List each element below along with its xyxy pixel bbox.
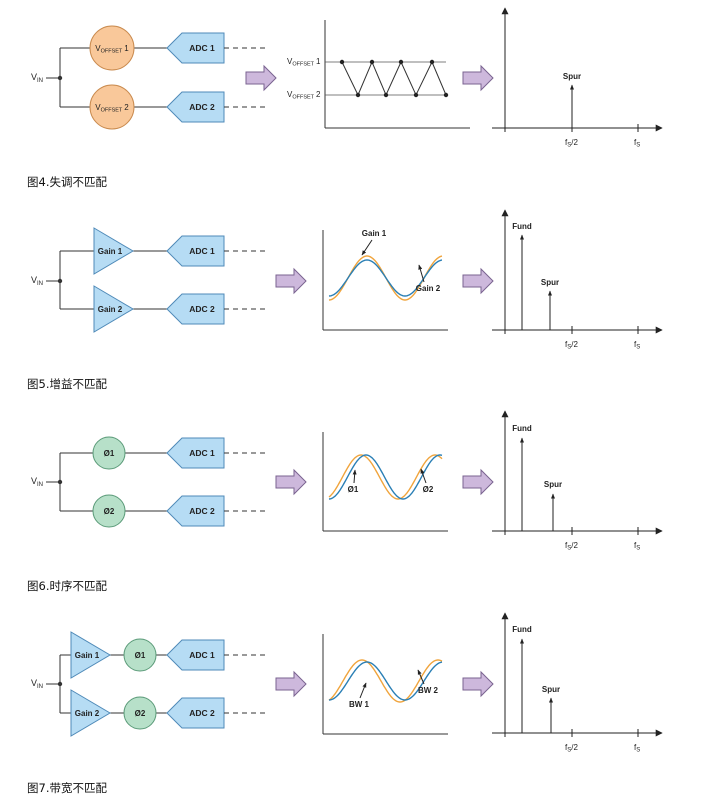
process-arrow-icon xyxy=(275,267,307,295)
adc-2-block: ADC 2 xyxy=(166,293,225,325)
phase-2-label: Ø2 xyxy=(104,507,115,516)
spur-label: Spur xyxy=(563,72,581,81)
adc-2-label: ADC 2 xyxy=(189,304,215,314)
process-arrow-icon xyxy=(462,267,494,295)
voffset-2-circle xyxy=(89,84,135,130)
wave-bw-2-label: BW 2 xyxy=(418,686,439,695)
fs-label: fS xyxy=(634,743,640,754)
adc-1-label: ADC 1 xyxy=(189,448,215,458)
phase-2-circle xyxy=(92,494,126,528)
process-arrow-icon xyxy=(245,64,277,92)
figure-6-timing-mismatch: VIN Ø1 Ø2 ADC 1 ADC 2 Ø1 Ø2 xyxy=(31,410,663,552)
gain-1-label: Gain 1 xyxy=(98,247,123,256)
split-node xyxy=(57,75,63,81)
adc-1-label: ADC 1 xyxy=(189,650,215,660)
split-node xyxy=(57,681,63,687)
phase-1-circle xyxy=(92,436,126,470)
split-node xyxy=(57,479,63,485)
fs-label: fS xyxy=(634,138,640,149)
figure-6-caption: 图6.时序不匹配 xyxy=(27,579,107,593)
gain-2-amplifier xyxy=(93,285,134,333)
process-arrow-icon xyxy=(462,64,494,92)
process-arrow-icon xyxy=(462,468,494,496)
adc-1-block: ADC 1 xyxy=(166,235,225,267)
adc-1-block: ADC 1 xyxy=(166,437,225,469)
fund-label: Fund xyxy=(512,424,532,433)
wave-gain-2-label: Gain 2 xyxy=(416,284,441,293)
input-splitter xyxy=(46,47,167,108)
wave-bw-1-label: BW 1 xyxy=(349,700,370,709)
spectrum-plot-5: Fund Spur fS/2 fS xyxy=(492,209,663,351)
phase-2-circle xyxy=(123,696,157,730)
fund-label: Fund xyxy=(512,222,532,231)
vin-label: VIN xyxy=(31,275,43,287)
adc-2-block: ADC 2 xyxy=(166,91,225,123)
gain-2-label: Gain 2 xyxy=(75,709,100,718)
adc-2-label: ADC 2 xyxy=(189,708,215,718)
process-arrow-icon xyxy=(275,670,307,698)
spur-label: Spur xyxy=(541,278,559,287)
figure-5-caption: 图5.增益不匹配 xyxy=(27,377,107,391)
adc-2-block: ADC 2 xyxy=(166,697,225,729)
adc-1-block: ADC 1 xyxy=(166,32,225,64)
spectrum-plot-4: Spur fS/2 fS xyxy=(492,7,663,149)
voffset-1-circle xyxy=(89,25,135,71)
fund-label: Fund xyxy=(512,625,532,634)
adc-1-block: ADC 1 xyxy=(166,639,225,671)
spur-label: Spur xyxy=(542,685,560,694)
spur-label: Spur xyxy=(544,480,562,489)
figure-7-bandwidth-mismatch: VIN Gain 1 Gain 2 Ø1 Ø2 ADC 1 ADC 2 BW 1… xyxy=(31,612,663,754)
adc-1-label: ADC 1 xyxy=(189,43,215,53)
adc-1-label: ADC 1 xyxy=(189,246,215,256)
vin-label: VIN xyxy=(31,476,43,488)
gain-1-label: Gain 1 xyxy=(75,651,100,660)
adc-2-block: ADC 2 xyxy=(166,495,225,527)
gain-1-amplifier xyxy=(70,631,111,679)
figure-4-caption: 图4.失调不匹配 xyxy=(27,175,107,189)
fs-half-label: fS/2 xyxy=(565,743,578,754)
wave-gain-1-label: Gain 1 xyxy=(362,229,387,238)
fs-half-label: fS/2 xyxy=(565,541,578,552)
process-arrow-icon xyxy=(462,670,494,698)
spectrum-plot-6: Fund Spur fS/2 fS xyxy=(492,410,663,552)
fs-half-label: fS/2 xyxy=(565,340,578,351)
bandwidth-wave-plot: BW 1 BW 2 xyxy=(322,634,448,735)
spectrum-plot-7: Fund Spur fS/2 fS xyxy=(492,612,663,754)
figure-7-caption: 图7.带宽不匹配 xyxy=(27,781,107,795)
fs-label: fS xyxy=(634,541,640,552)
fs-label: fS xyxy=(634,340,640,351)
split-node xyxy=(57,278,63,284)
adc-2-label: ADC 2 xyxy=(189,506,215,516)
gain-2-amplifier xyxy=(70,689,111,737)
adc-2-label: ADC 2 xyxy=(189,102,215,112)
vin-label: VIN xyxy=(31,72,43,84)
wave-phase-2-label: Ø2 xyxy=(423,485,434,494)
phase-1-label: Ø1 xyxy=(135,651,146,660)
timing-wave-plot: Ø1 Ø2 xyxy=(322,432,448,532)
process-arrow-icon xyxy=(275,468,307,496)
figure-5-gain-mismatch: VIN Gain 1 Gain 2 ADC 1 ADC 2 Gain 1 Gai… xyxy=(31,209,663,351)
gain-2-label: Gain 2 xyxy=(98,305,123,314)
phase-2-label: Ø2 xyxy=(135,709,146,718)
fs-half-label: fS/2 xyxy=(565,138,578,149)
phase-1-circle xyxy=(123,638,157,672)
phase-1-label: Ø1 xyxy=(104,449,115,458)
gain-wave-plot: Gain 1 Gain 2 xyxy=(322,229,448,331)
wave-phase-1-label: Ø1 xyxy=(348,485,359,494)
vin-label: VIN xyxy=(31,678,43,690)
gain-1-amplifier xyxy=(93,227,134,275)
input-splitter xyxy=(46,452,167,512)
